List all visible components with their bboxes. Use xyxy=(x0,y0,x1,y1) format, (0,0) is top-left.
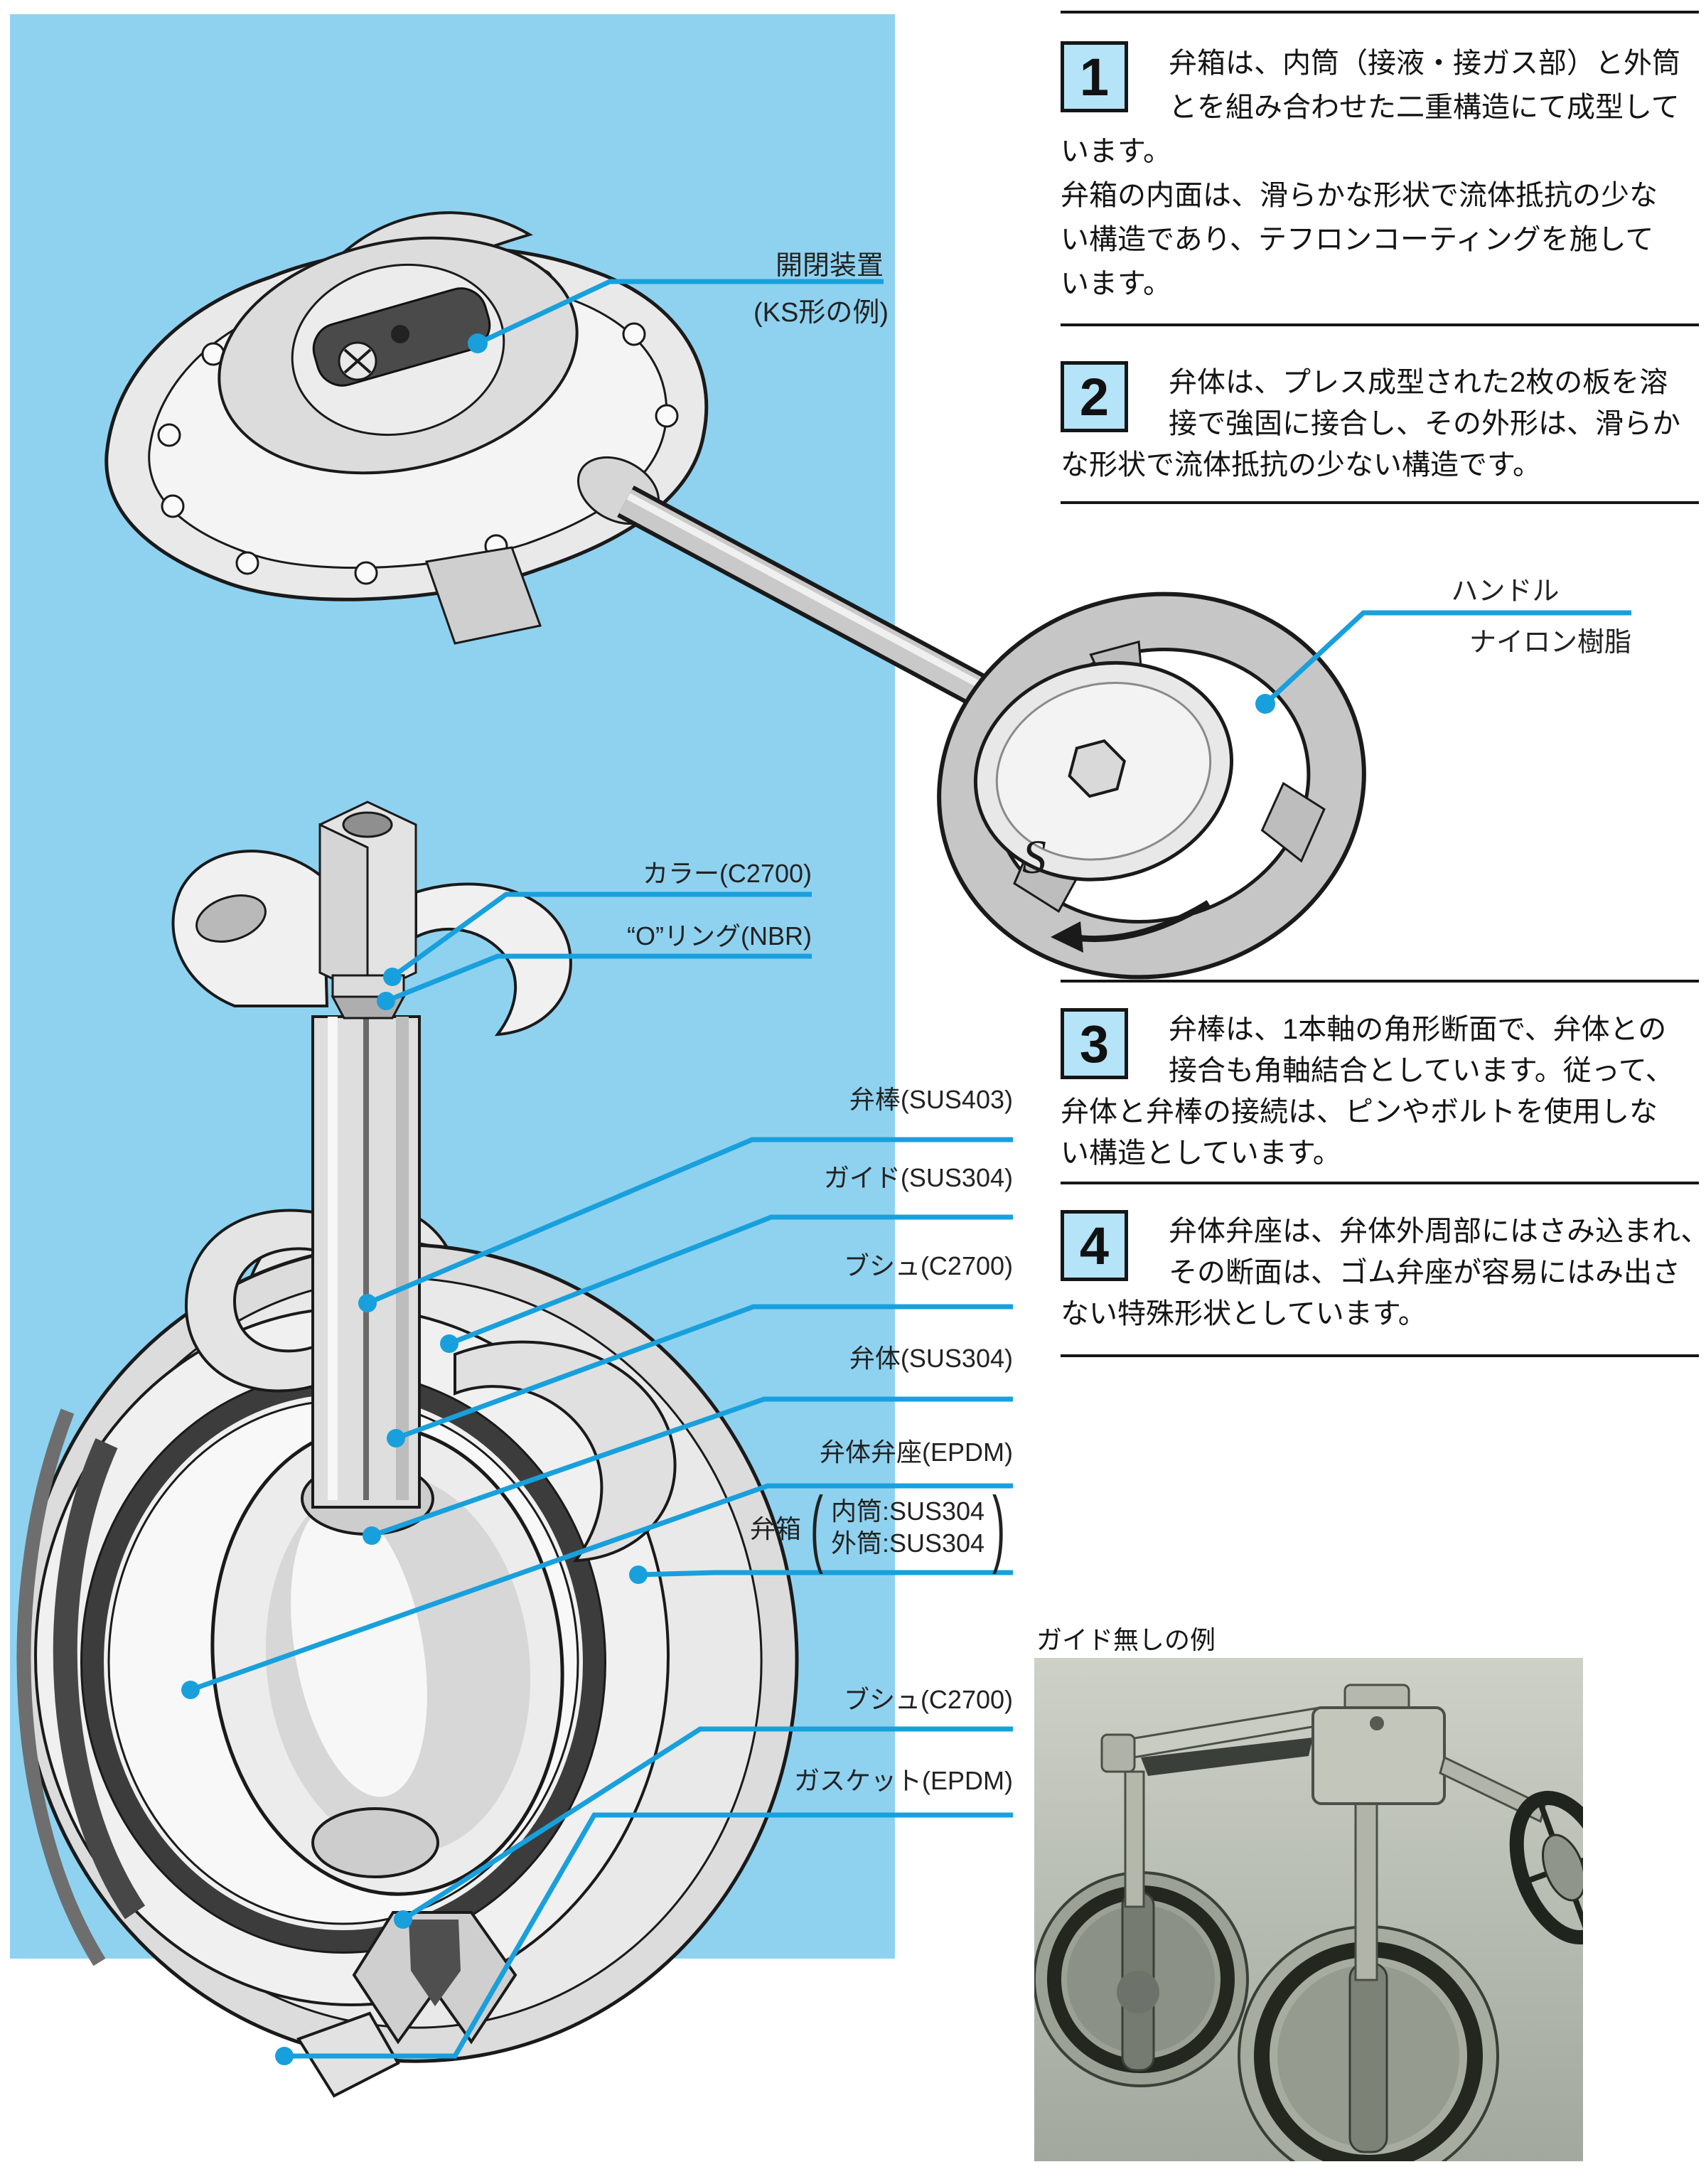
text-line: 接合も角軸結合としています。従って、 xyxy=(1169,1055,1674,1086)
section-4-text: 弁体弁座は、弁体外周部にはさみ込まれ、 その断面は、ゴム弁座が容易にはみ出さ な… xyxy=(1061,1213,1706,1337)
label-body-outer: 外筒:SUS304 xyxy=(830,1529,985,1558)
handwheel-drawing: S xyxy=(937,592,1366,980)
guide-drawing xyxy=(184,1209,314,1393)
divider xyxy=(1061,501,1699,504)
label-bush-upper: ブシュ(C2700) xyxy=(843,1251,1013,1280)
label-handle: ハンドル xyxy=(1451,577,1560,606)
divider xyxy=(1061,980,1699,983)
divider xyxy=(1061,1354,1699,1357)
text-line: 接で強固に接合し、その外形は、滑らか xyxy=(1169,408,1680,439)
text-line: います。 xyxy=(1061,268,1171,299)
text-line: 弁体は、プレス成型された2枚の板を溶 xyxy=(1169,367,1668,398)
photo-illustration xyxy=(1033,1658,1619,2184)
rotation-arrow xyxy=(1070,900,1211,943)
text-line: その断面は、ゴム弁座が容易にはみ出さ xyxy=(1169,1257,1680,1288)
leader-stem xyxy=(366,1137,1013,1306)
label-body: 弁箱 ( 内筒:SUS304 外筒:SUS304 ) xyxy=(749,1479,1013,1575)
leader-operator xyxy=(476,279,884,346)
photo-caption: ガイド無しの例 xyxy=(1036,1625,1216,1654)
label-body-name: 弁箱 xyxy=(749,1514,801,1543)
leader-disc xyxy=(370,1396,1013,1538)
stem-drawing xyxy=(171,801,572,1509)
divider xyxy=(1061,11,1699,14)
text-line: 弁箱の内面は、滑らかな形状で流体抵抗の少な xyxy=(1061,180,1658,211)
label-operator: 開閉装置 xyxy=(775,251,884,281)
section-3-number: 3 xyxy=(1061,1008,1128,1079)
section-2-text: 弁体は、プレス成型された2枚の板を溶 接で強固に接合し、その外形は、滑らか な形… xyxy=(1061,364,1704,488)
wheel-s-mark: S xyxy=(1022,830,1046,884)
leader-body xyxy=(638,1570,1013,1578)
valve-body-drawing xyxy=(16,1200,799,2098)
text-line: とを組み合わせた二重構造にて成型して xyxy=(1169,92,1680,123)
section-1-text: 弁箱は、内筒（接液・接ガス部）と外筒 とを組み合わせた二重構造にて成型して いま… xyxy=(1061,44,1704,309)
gear-operator-drawing xyxy=(104,211,709,645)
label-disc-seat: 弁体弁座(EPDM) xyxy=(820,1438,1013,1467)
label-gasket: ガスケット(EPDM) xyxy=(794,1766,1013,1795)
section-1-number: 1 xyxy=(1061,41,1128,112)
text-line: 弁体と弁棒の接続は、ピンやボルトを使用しな xyxy=(1061,1096,1658,1128)
leader-lines xyxy=(189,279,1631,2059)
leader-guide xyxy=(448,1214,1013,1347)
label-guide: ガイド(SUS304) xyxy=(823,1163,1013,1192)
label-handle-material: ナイロン樹脂 xyxy=(1469,628,1631,658)
paren-open: ( xyxy=(810,1479,823,1575)
text-line: います。 xyxy=(1061,136,1171,167)
text-line: い構造としています。 xyxy=(1061,1138,1341,1169)
label-stem: 弁棒(SUS403) xyxy=(849,1085,1013,1114)
text-line: ない特殊形状としています。 xyxy=(1061,1298,1427,1329)
label-body-inner: 内筒:SUS304 xyxy=(830,1497,985,1526)
text-line: い構造であり、テフロンコーティングを施して xyxy=(1061,224,1654,255)
section-2-number: 2 xyxy=(1061,361,1128,432)
leader-dots xyxy=(181,333,1275,2065)
text-line: 弁箱は、内筒（接液・接ガス部）と外筒 xyxy=(1169,48,1680,79)
label-bush-lower: ブシュ(C2700) xyxy=(843,1685,1013,1714)
label-oring: “O”リング(NBR) xyxy=(627,921,812,951)
section-3-text: 弁棒は、1本軸の角形断面で、弁体との 接合も角軸結合としています。従って、 弁体… xyxy=(1061,1011,1704,1176)
text-line: 弁棒は、1本軸の角形断面で、弁体との xyxy=(1169,1014,1667,1045)
text-line: 弁体弁座は、弁体外周部にはさみ込まれ、 xyxy=(1169,1216,1706,1247)
label-disc: 弁体(SUS304) xyxy=(849,1344,1013,1373)
text-line: な形状で流体抵抗の少ない構造です。 xyxy=(1061,449,1541,481)
photo-lever-valve xyxy=(1033,1706,1326,2087)
leader-disc-seat xyxy=(189,1483,1013,1693)
paren-close: ) xyxy=(992,1479,1006,1575)
section-4-number: 4 xyxy=(1061,1210,1128,1281)
leader-collar xyxy=(390,892,812,979)
product-photo xyxy=(1033,1658,1619,2184)
divider xyxy=(1061,323,1699,326)
label-operator-sub: (KS形の例) xyxy=(753,298,889,328)
divider xyxy=(1061,1182,1699,1184)
leader-bush-lower xyxy=(402,1726,1013,1922)
leader-bush-upper xyxy=(395,1304,1013,1441)
leader-handle xyxy=(1263,610,1631,706)
leader-oring xyxy=(385,953,812,1004)
label-collar: カラー(C2700) xyxy=(642,859,812,888)
leader-gasket xyxy=(284,1812,1013,2059)
